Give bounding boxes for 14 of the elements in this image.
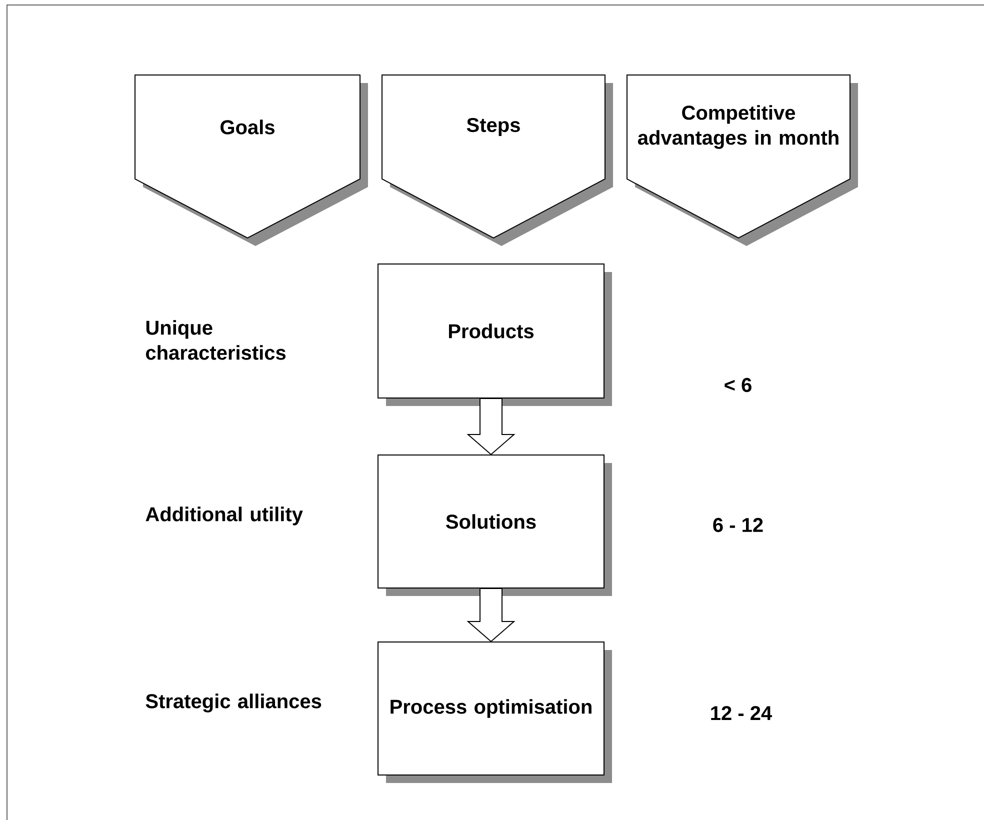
month-value: 12 - 24: [711, 706, 772, 720]
process-box: Process optimisation: [378, 642, 612, 783]
month-value: < 6: [724, 378, 752, 392]
chevron-box: Goals: [134, 74, 368, 246]
month-value: 6 - 12: [713, 518, 763, 532]
row-label: Unique characteristics: [146, 320, 286, 360]
process-box: Products: [378, 264, 612, 406]
row-label: Strategic alliances: [146, 694, 322, 712]
process-box: Solutions: [378, 454, 612, 596]
chevron-box: Steps: [382, 74, 613, 246]
row-label: Additional utility: [146, 506, 303, 526]
chevron-box: Competitive advantages in month: [626, 74, 858, 246]
block-arrow: [466, 398, 516, 456]
block-arrow: [466, 588, 516, 642]
